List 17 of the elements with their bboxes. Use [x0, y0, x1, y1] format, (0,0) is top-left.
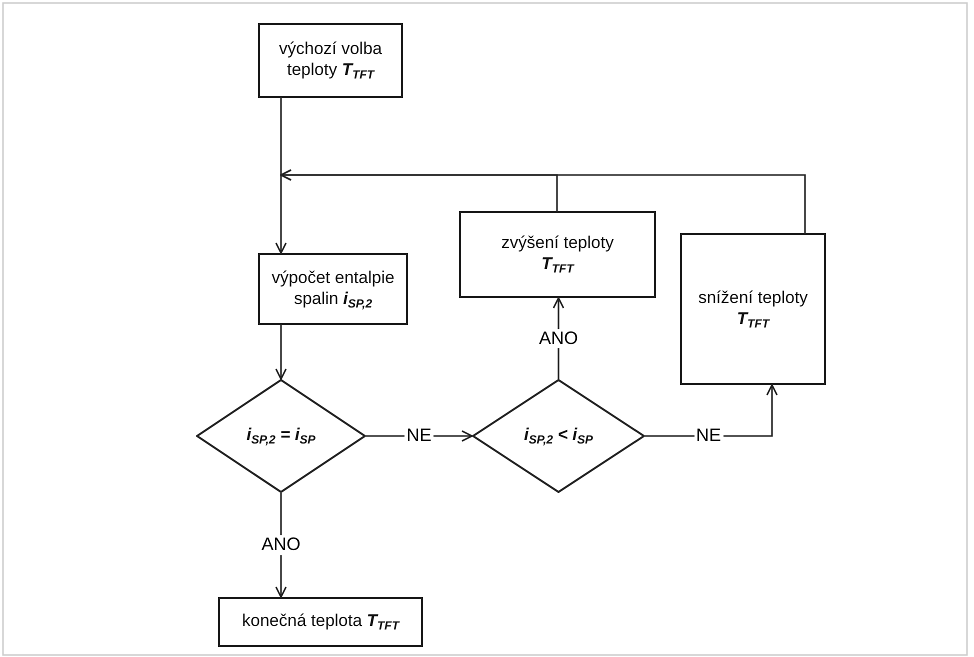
step-text: konečná teplota T$_{TFT}$ [242, 610, 399, 634]
arrow [275, 175, 287, 254]
condition-text: i$_{SP,2}$ < i$_{SP}$ [524, 424, 593, 448]
process-box [218, 597, 423, 647]
process-box [258, 23, 403, 98]
step-text: snížení teploty T$_{TFT}$ [697, 286, 809, 332]
process-box [258, 253, 408, 325]
edge-label: ANO [537, 328, 580, 348]
step-text: výpočet entalpie spalin i$_{SP,2}$ [270, 266, 396, 312]
process-box [459, 211, 656, 298]
step-text: výchozí volba teploty T$_{TFT}$ [278, 38, 383, 83]
condition-text: i$_{SP,2}$ = i$_{SP}$ [246, 424, 316, 448]
edge-label: ANO [260, 535, 302, 555]
arrow [275, 325, 287, 380]
step-text: zvýšení teploty T$_{TFT}$ [500, 232, 615, 277]
arrow [280, 169, 806, 233]
process-box [680, 233, 826, 385]
